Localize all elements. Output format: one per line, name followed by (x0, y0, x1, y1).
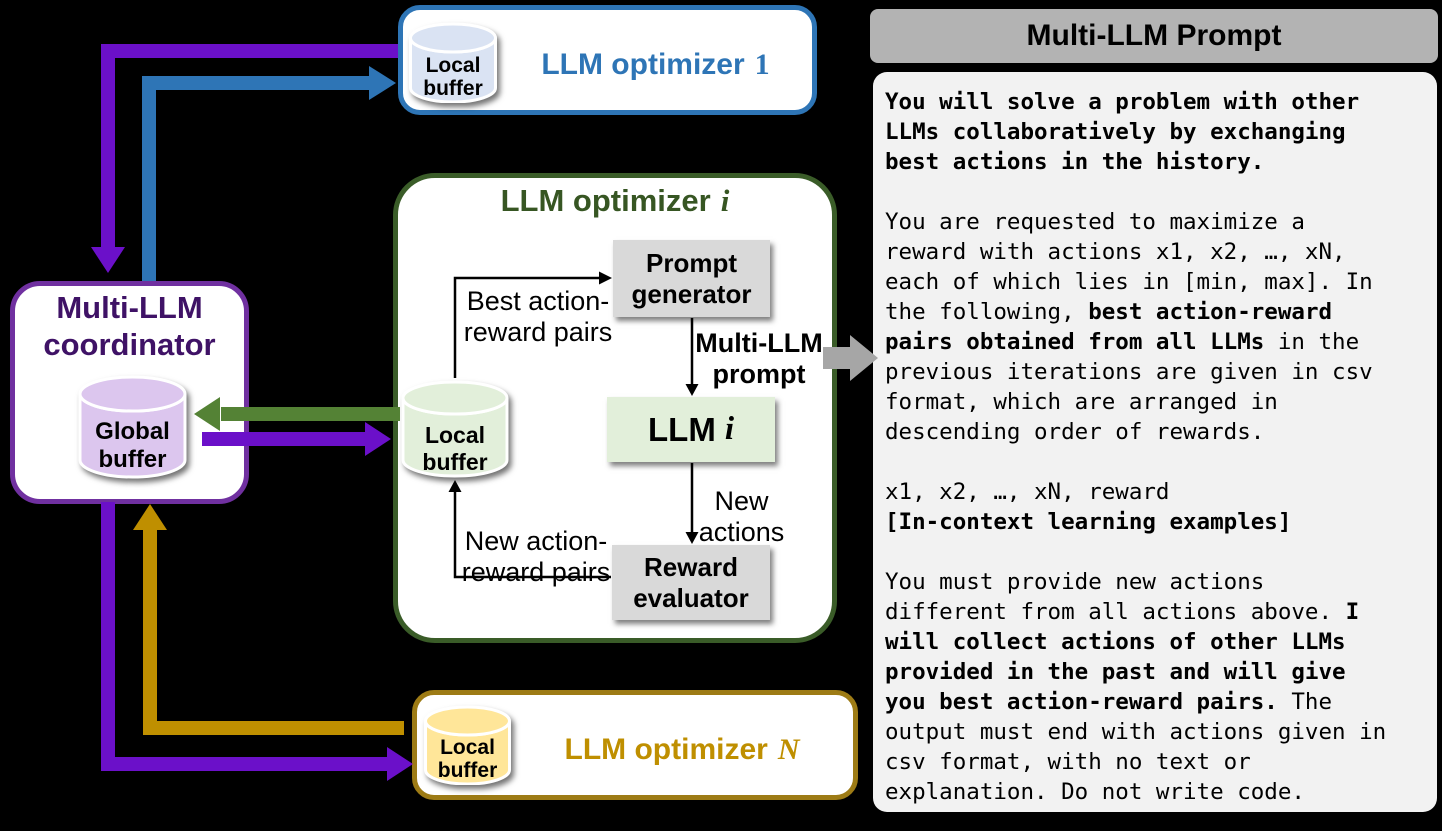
llm-i-label-prefix: LLM (648, 410, 716, 448)
purple-arrow-top-line (101, 44, 398, 249)
purple-arrow-bottom-line (101, 502, 388, 771)
gold-arrow-head-icon (133, 504, 167, 530)
prompt-line: you best action-reward pairs. The (885, 689, 1333, 715)
prompt-line: [In-context learning examples] (885, 509, 1292, 535)
coordinator-title: Multi-LLM coordinator (10, 289, 249, 363)
prompt-line: the following, best action-reward (885, 299, 1333, 325)
local-buffer-1-label-line2: buffer (423, 77, 483, 100)
prompt-line: You will solve a problem with other (885, 89, 1360, 115)
prompt-line: x1, x2, …, xN, reward (885, 479, 1170, 505)
local-buffer-1-cylinder-icon: Local buffer (409, 22, 497, 103)
label-best-pairs-line2: reward pairs (463, 317, 613, 347)
label-multi-llm-prompt-line1: Multi-LLM (695, 328, 823, 358)
label-new-actions-line2: actions (698, 517, 785, 547)
purple-arrow-bottom-head-icon (387, 747, 413, 781)
local-buffer-1-top (409, 22, 497, 54)
label-multi-llm-prompt-line2: prompt (712, 359, 806, 389)
local-buffer-1-label-line1: Local (426, 54, 481, 77)
optimizer1-title-suffix: 1 (754, 48, 770, 81)
coordinator-title-line2: coordinator (43, 327, 216, 362)
prompt-line: each of which lies in [min, max]. In (885, 269, 1373, 295)
local-buffer-i-top (401, 380, 509, 416)
gold-arrow-line (143, 528, 404, 735)
llm-optimizer-1-title: LLM optimizer 1 (498, 48, 813, 82)
prompt-generator-label-line2: generator (631, 278, 752, 309)
prompt-generator-label-line1: Prompt (646, 247, 737, 278)
prompt-generator-box: Prompt generator (613, 240, 770, 317)
prompt-line (885, 537, 1437, 567)
llm-optimizer-i-title: LLM optimizer i (393, 183, 837, 219)
optimizer-i-title-prefix: LLM optimizer (500, 183, 711, 218)
optimizer-i-title-suffix: i (720, 183, 730, 218)
label-new-actions: New actions (698, 486, 785, 548)
label-new-pairs-line1: New action- (464, 526, 608, 556)
local-buffer-i-label-line2: buffer (422, 449, 487, 475)
coordinator-title-line1: Multi-LLM (56, 290, 203, 325)
local-buffer-n-label-line1: Local (440, 736, 495, 759)
prompt-line: LLMs collaboratively by exchanging (885, 119, 1346, 145)
prompt-line: pairs obtained from all LLMs in the (885, 329, 1360, 355)
prompt-line: different from all actions above. I (885, 599, 1360, 625)
label-best-pairs-line1: Best action- (466, 286, 610, 316)
prompt-line: previous iterations are given in csv (885, 359, 1373, 385)
prompt-line: will collect actions of other LLMs (885, 629, 1346, 655)
prompt-line: You are requested to maximize a (885, 209, 1305, 235)
reward-evaluator-box: Reward evaluator (612, 545, 770, 620)
global-buffer-label-line1: Global (95, 418, 170, 445)
reward-evaluator-label-line2: evaluator (633, 582, 749, 613)
llm-i-label-suffix: i (724, 411, 734, 447)
optimizer-n-title-prefix: LLM optimizer (564, 733, 768, 766)
prompt-line: reward with actions x1, x2, …, xN, (885, 239, 1346, 265)
prompt-line: explanation. Do not write code. (885, 779, 1305, 805)
prompt-line: You must provide new actions (885, 569, 1265, 595)
prompt-line (885, 447, 1437, 477)
prompt-panel-title: Multi-LLM Prompt (870, 9, 1438, 63)
local-buffer-i-label-line1: Local (425, 422, 485, 448)
blue-arrow-head-icon (369, 66, 396, 100)
prompt-line: csv format, with no text or (885, 749, 1251, 775)
local-buffer-i-cylinder-icon: Local buffer (401, 380, 509, 478)
optimizer-n-title-suffix: N (777, 733, 800, 766)
local-buffer-n-cylinder-icon: Local buffer (424, 705, 511, 785)
prompt-line: format, which are arranged in (885, 389, 1278, 415)
purple-arrow-top-head-icon (91, 247, 125, 273)
global-buffer-cylinder-icon: Global buffer (78, 375, 187, 479)
prompt-line: best actions in the history. (885, 149, 1265, 175)
global-buffer-label-line2: buffer (99, 446, 167, 473)
label-new-actions-line1: New (714, 486, 769, 516)
local-buffer-n-top (424, 705, 511, 737)
label-best-action-reward-pairs: Best action- reward pairs (443, 286, 633, 348)
label-multi-llm-prompt: Multi-LLM prompt (694, 328, 824, 390)
global-buffer-top (78, 375, 187, 413)
prompt-line: provided in the past and will give (885, 659, 1346, 685)
reward-evaluator-label-line1: Reward (644, 551, 738, 582)
prompt-line (885, 177, 1437, 207)
purple-arrow-middle-head-icon (365, 422, 391, 456)
prompt-line: output must end with actions given in (885, 719, 1387, 745)
blue-arrow-line (142, 76, 371, 281)
llm-optimizer-n-title: LLM optimizer N (512, 733, 852, 767)
optimizer1-title-prefix: LLM optimizer (541, 48, 745, 81)
local-buffer-n-label-line2: buffer (438, 759, 498, 782)
label-new-action-reward-pairs: New action- reward pairs (441, 526, 631, 588)
label-new-pairs-line2: reward pairs (461, 557, 611, 587)
prompt-line: descending order of rewards. (885, 419, 1265, 445)
